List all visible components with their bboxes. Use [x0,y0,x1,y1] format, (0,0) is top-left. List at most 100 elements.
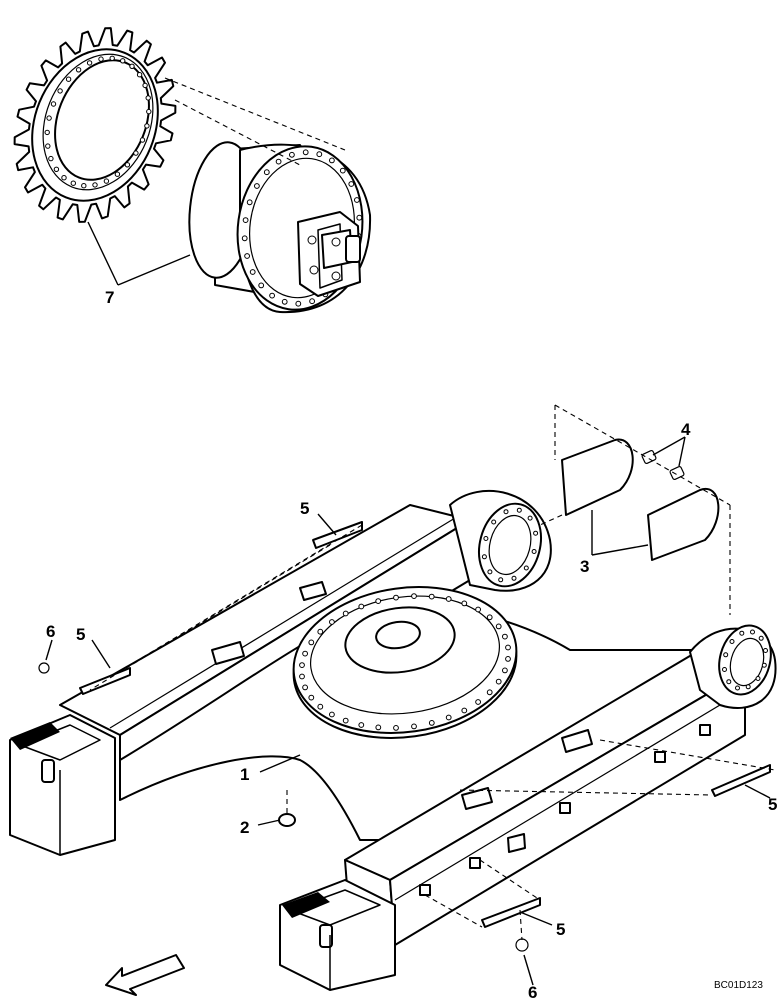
bolt-hole [308,639,315,646]
bolt-hole [531,549,537,554]
bolt-hole [65,76,72,82]
bolt-hole [758,635,764,641]
bolt-hole [511,575,517,581]
bolt-hole [329,619,335,625]
sprocket [13,27,177,223]
bolt-hole [503,509,509,515]
bolt-hole [735,685,740,691]
bolt-hole [275,158,282,165]
bolt-hole [342,717,349,724]
bolt-hole [263,169,270,176]
bolt-hole [763,648,768,653]
covers [561,438,720,561]
bolt-hole [358,722,365,728]
bolt-hole [46,115,52,121]
bolt-hole [45,143,51,149]
bolt-hole [495,678,502,685]
callout-3: 3 [580,557,589,576]
bolt-hole [329,711,335,718]
bolt-hole [356,214,363,221]
bolt-hole [302,650,309,657]
bolt-hole [761,662,767,668]
bolt-hole [523,565,529,571]
bolt-hole [302,149,309,156]
bolt-hole [316,151,323,158]
bolt-hole [120,58,126,64]
bolt-hole [358,603,365,610]
track-frame [9,490,777,991]
bolt-hole [411,593,417,599]
bolt-hole [348,181,355,187]
bolt-hole [146,108,152,115]
bolt-hole [445,714,452,721]
bolt-hole [98,56,104,62]
bolt-hole [481,554,487,560]
leader-lines [45,221,771,986]
bolt-hole [342,610,349,617]
bolt-hole [729,639,735,644]
bolt-hole [308,694,315,701]
fasteners [38,662,529,952]
bolt-hole [103,178,110,184]
bolt-hole [254,183,260,189]
bolt-hole [486,614,493,621]
bolt-hole [44,129,50,136]
callout-6-left: 6 [46,622,55,641]
bolt-hole [299,673,305,680]
bolt-hole [339,167,346,174]
bolt-hole [495,623,502,630]
bolt-hole [393,725,399,731]
bolt-hole [299,662,305,668]
bolt-hole [246,199,253,206]
bolt-hole [502,633,508,640]
bolt-hole [533,530,539,536]
bolt-hole [75,67,82,73]
bolt-hole [317,628,324,635]
bolt-hole [483,536,489,541]
bolt-hole [491,519,497,525]
bolt-hole [57,88,63,94]
bolt-hole [114,171,121,177]
bolt-hole [92,182,98,188]
bolt-hole [329,157,335,164]
callout-2: 2 [240,818,249,837]
bolt-hole [354,197,360,203]
callout-1: 1 [240,765,249,784]
bolt-hole [269,292,276,299]
callout-5-left: 5 [76,625,85,644]
assembly-lines [89,404,776,941]
bolt-hole [81,183,87,189]
bolt-hole [258,282,265,289]
callout-5-lower: 5 [556,920,565,939]
bolt-hole [428,720,435,726]
bolt-hole [48,155,54,162]
bolt-hole [70,180,77,186]
callout-4: 4 [681,420,691,439]
bolt-hole [129,63,135,70]
bolt-hole [411,723,417,730]
bolt-hole [53,166,60,173]
callout-5-right: 5 [768,795,777,814]
bolt-hole [244,253,251,259]
bolt-hole [289,151,295,158]
bolt-hole [475,606,482,613]
bolt-hole [750,629,755,635]
bolt-hole [136,72,143,78]
bolt-hole [295,300,302,307]
bolt-hole [133,150,139,156]
bolt-hole [745,684,751,690]
bolt-hole [144,123,150,129]
callout-5-upper: 5 [300,499,309,518]
cover-bolts [641,449,685,481]
bolt-hole [242,217,249,224]
bolt-hole [445,596,452,602]
bolt-hole [249,269,256,275]
bolt-hole [317,703,324,710]
bolt-hole [723,652,729,658]
bolt-hole [461,707,468,714]
bolt-hole [461,600,468,607]
bolt-hole [375,598,382,604]
bolt-hole [50,101,57,107]
bolt-hole [302,684,309,691]
